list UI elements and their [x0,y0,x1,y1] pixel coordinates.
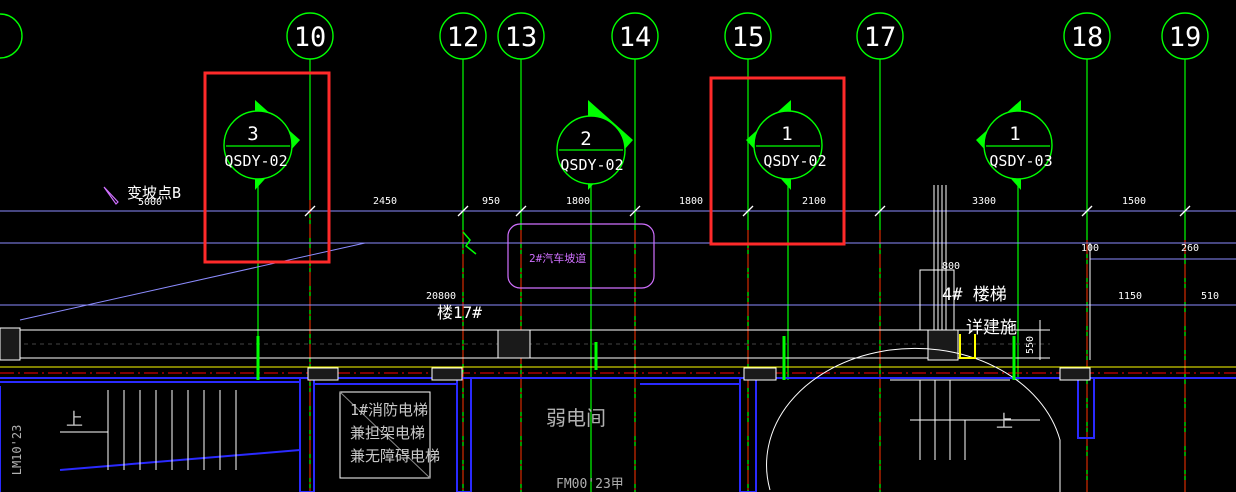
hatched-column [431,367,463,381]
axis-label-18: 18 [1071,22,1104,53]
axis-bubble-partial [0,13,23,59]
dim-1500: 1500 [1122,196,1146,207]
door-label-left: LM10'23 [10,425,24,476]
section-mark-circle [753,110,823,180]
stair-dim-box [919,269,955,331]
dim-tick [874,205,886,217]
section-mark-number: 2 [580,128,591,150]
highlight-box-right [709,76,846,246]
hatched-column [927,329,959,361]
dim-tick [742,205,754,217]
door-frame [959,334,976,359]
axis-label-10: 10 [294,22,327,53]
elevator-cross [339,391,431,479]
dim-260: 260 [1181,243,1199,254]
hatched-column [1059,367,1091,381]
up-arrow-label-left: 上 [66,410,83,430]
hatched-column [307,367,339,381]
dim-tick [457,205,469,217]
section-mark-number: 1 [781,123,792,145]
dim-1800a: 1800 [566,196,590,207]
elevator-shaft [339,391,431,479]
axis-bubble-15 [724,12,772,60]
section-mark-1a[interactable]: 1 QSDY-02 [746,100,827,190]
axis-label-14: 14 [619,22,652,53]
stair-label: 4# 楼梯 [942,285,1007,305]
section-mark-1b[interactable]: 1 QSDY-03 [976,100,1053,190]
axis-bubble-17 [856,12,904,60]
up-arrow-label-right: 上 [996,412,1013,432]
axis-bubble-13 [497,12,545,60]
elevator-label-2: 兼担架电梯 [350,424,425,442]
hatched-column [0,327,21,361]
section-mark-3[interactable]: 3 QSDY-02 [223,100,300,190]
section-mark-circle [223,110,293,180]
pencil-marker-icon [103,186,119,205]
column-wall-18 [1077,377,1095,439]
column-wall-10 [299,377,315,492]
dim-tick [304,205,316,217]
break-mark [462,231,477,255]
hatched-column [497,329,531,359]
dim-5000: 5000 [138,197,162,208]
ramp-callout-box [507,223,655,289]
section-mark-sheet: QSDY-02 [763,152,826,170]
column-wall-12 [456,377,472,492]
dim-3300: 3300 [972,196,996,207]
dim-tick [1081,205,1093,217]
dim-550: 550 [1025,336,1036,354]
change-point-label: 变坡点B [127,184,181,202]
door-label-bottom: FM00'23甲 [556,477,624,492]
section-mark-sheet: QSDY-02 [224,152,287,170]
elevator-label-3: 兼无障碍电梯 [350,447,440,465]
section-mark-sheet: QSDY-03 [989,152,1052,170]
section-mark-number: 1 [1009,123,1020,145]
axis-label-15: 15 [732,22,765,53]
dim-1150: 1150 [1118,291,1142,302]
elevator-label-1: 1#消防电梯 [350,401,428,419]
dim-800: 800 [942,261,960,272]
axis-label-17: 17 [864,22,897,53]
dim-510: 510 [1201,291,1219,302]
building-label: 楼17# [437,303,482,322]
ramp-label: 2#汽车坡道 [529,251,586,265]
left-wall-diagonal [59,449,301,471]
section-mark-sheet: QSDY-02 [560,156,623,174]
see-arch-label: 详建施 [966,318,1017,338]
section-mark-number: 3 [247,123,258,145]
axis-label-19: 19 [1169,22,1202,53]
dim-950: 950 [482,196,500,207]
ramp-curve [766,347,1061,492]
dim-2450: 2450 [373,196,397,207]
section-mark-2[interactable]: 2 QSDY-02 [556,100,633,190]
axis-bubble-10 [286,12,334,60]
axis-label-12: 12 [447,22,480,53]
dim-tick [515,205,527,217]
dim-2100: 2100 [802,196,826,207]
axis-bubble-18 [1063,12,1111,60]
hatched-column [743,367,777,381]
ramp-slope-line [19,242,366,321]
section-mark-circle [983,110,1053,180]
axis-bubble-12 [439,12,487,60]
dim-20800: 20800 [426,291,456,302]
weak-room-label: 弱电间 [546,406,606,430]
axis-bubble-19 [1161,12,1209,60]
dim-tick [1179,205,1191,217]
axis-label-13: 13 [505,22,538,53]
axis-bubble-14 [611,12,659,60]
dim-tick [629,205,641,217]
highlight-box-left [203,71,331,264]
dim-1800b: 1800 [679,196,703,207]
